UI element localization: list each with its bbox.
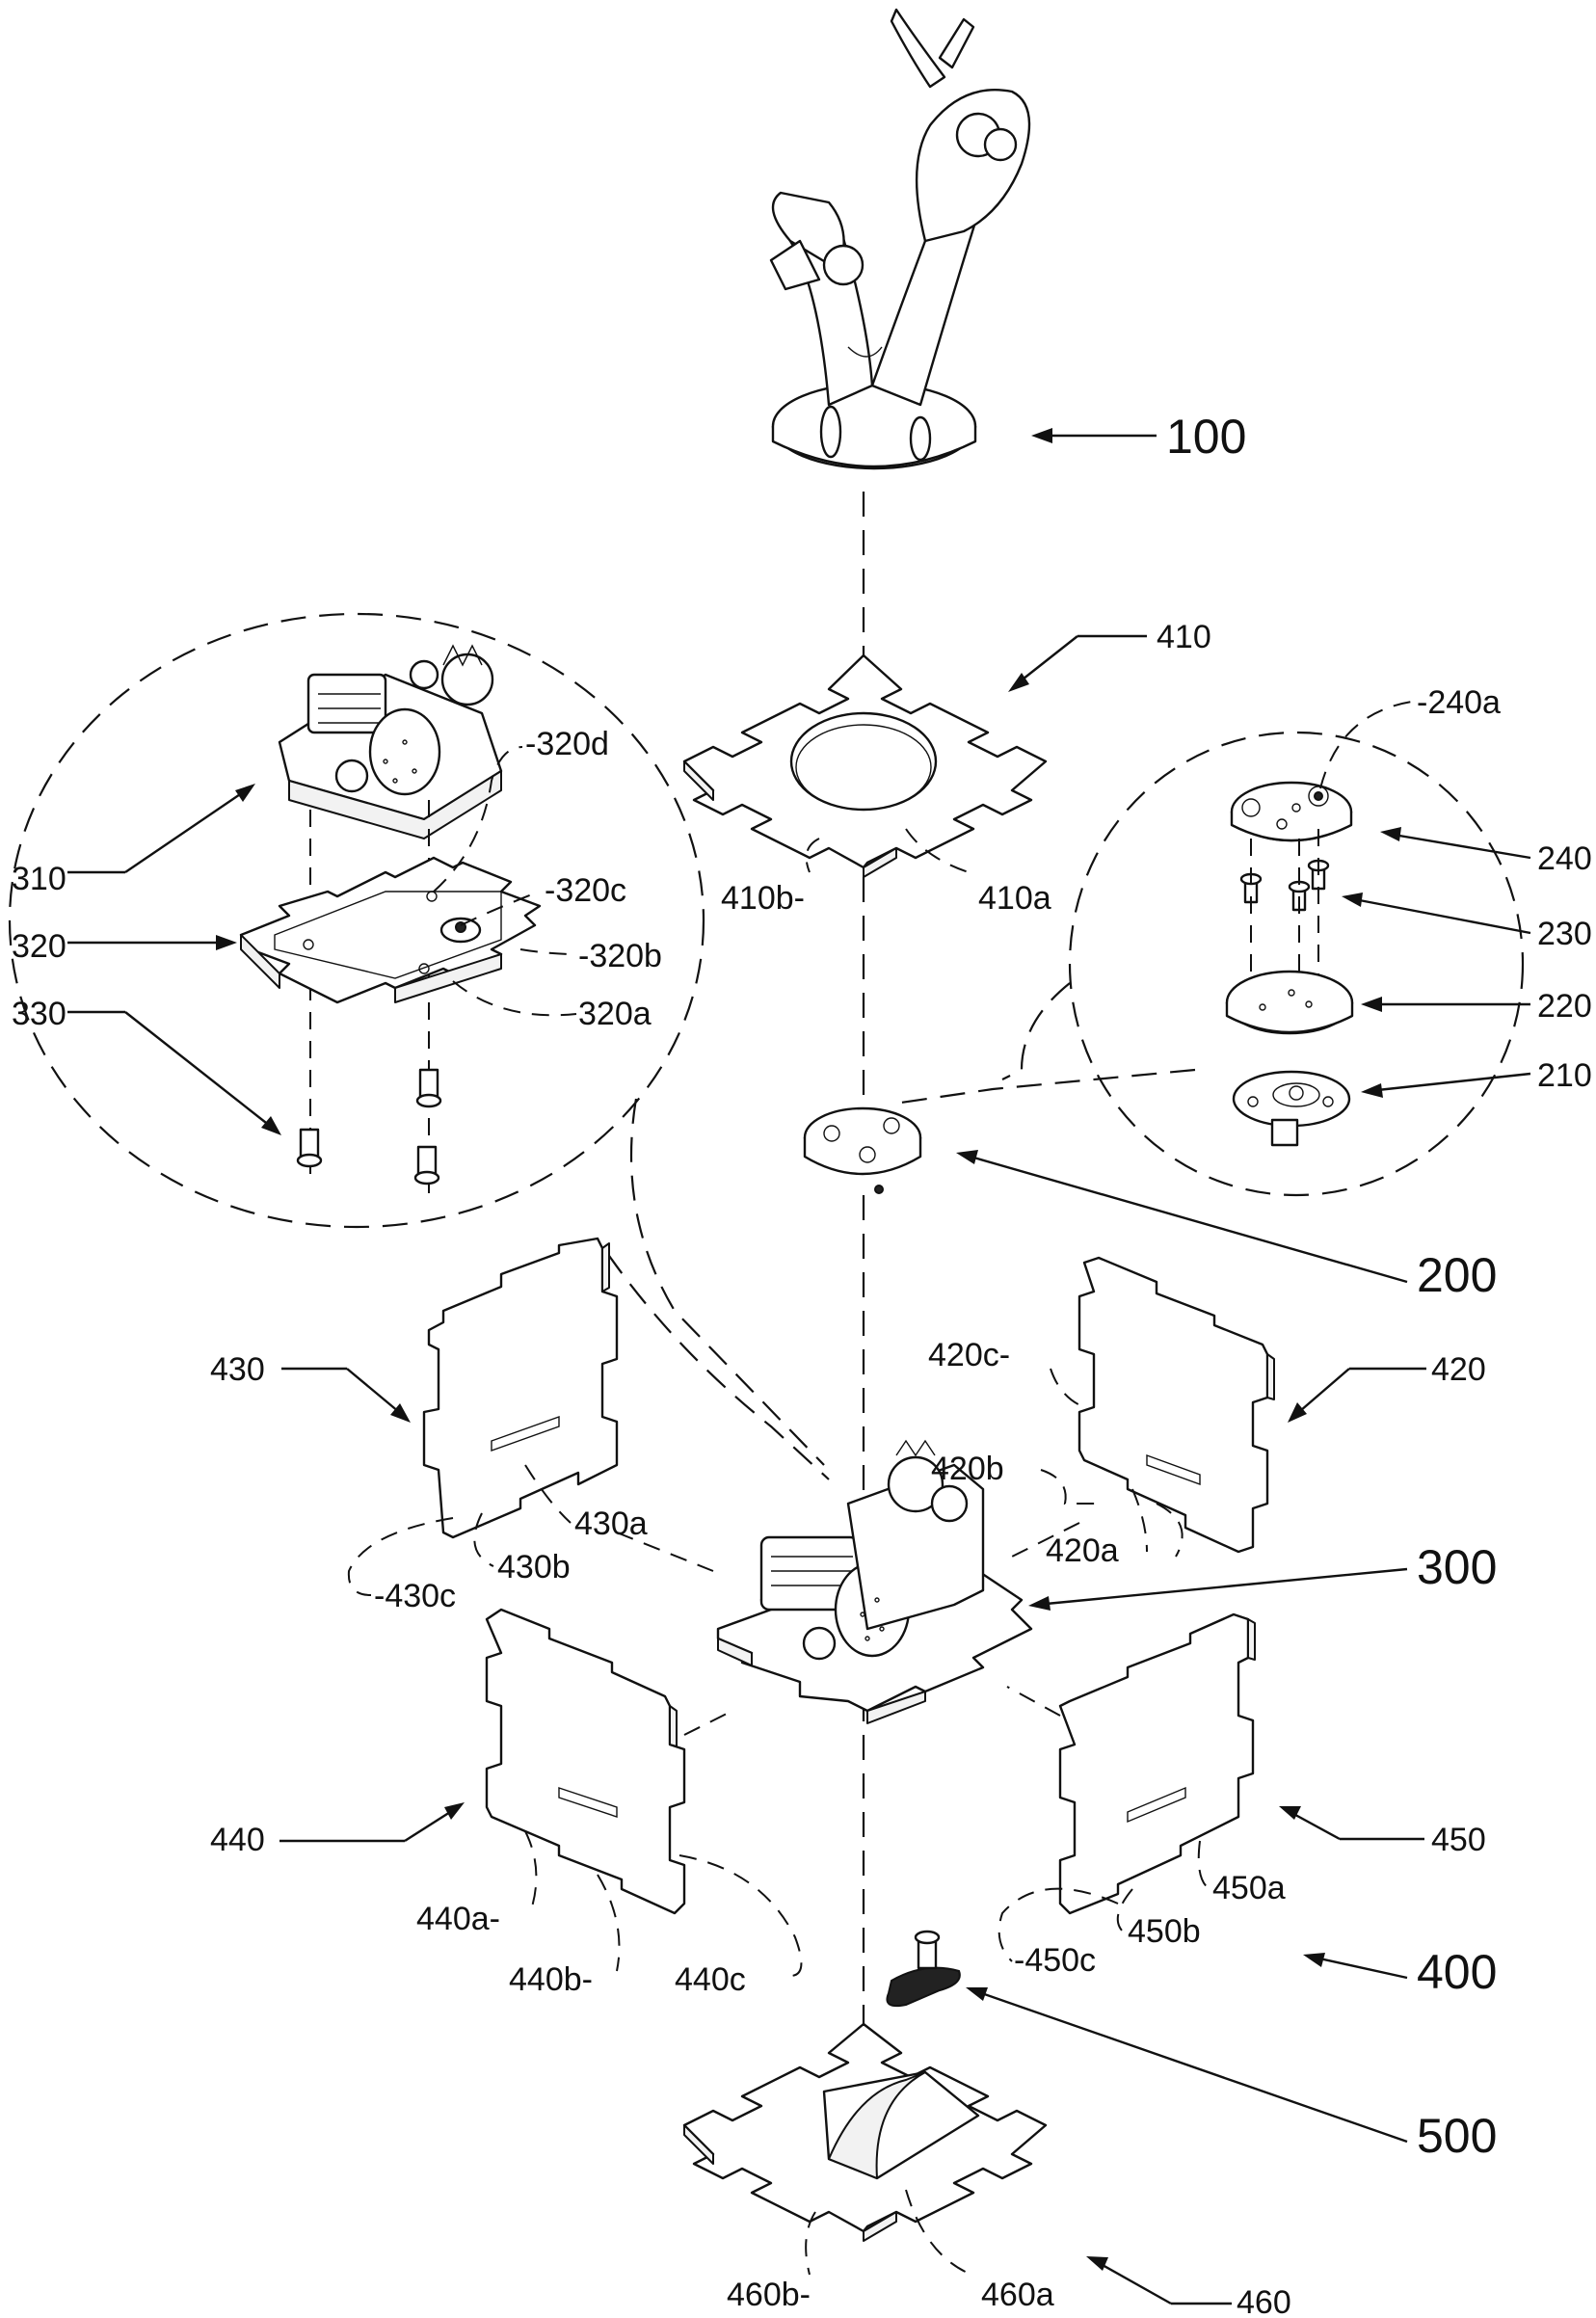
arrow-240 xyxy=(1380,827,1401,841)
leader-420b xyxy=(1041,1470,1099,1504)
label-460b: 460b- xyxy=(727,2277,811,2313)
side-panel-part-450 xyxy=(1060,1614,1255,1913)
winding-key-part-500 xyxy=(887,1932,959,2006)
label-310: 310 xyxy=(12,861,66,897)
arrow-450 xyxy=(1279,1806,1301,1820)
leader-420a-1 xyxy=(1132,1489,1147,1552)
movement-plate-part-320 xyxy=(241,858,540,1002)
leader-450a xyxy=(1199,1841,1210,1889)
leader-460 xyxy=(1094,2260,1171,2304)
arrow-220 xyxy=(1361,997,1382,1012)
label-230: 230 xyxy=(1537,916,1592,952)
label-410a: 410a xyxy=(978,880,1051,917)
arrow-420 xyxy=(1288,1402,1307,1423)
rotor-disc-part-200 xyxy=(805,1108,920,1193)
leader-440c xyxy=(679,1855,801,1976)
side-panel-part-420 xyxy=(1079,1258,1274,1552)
music-movement-part-310 xyxy=(279,646,501,839)
arrow-310 xyxy=(235,784,255,802)
screws-part-330 xyxy=(298,1070,440,1184)
detail-link-200-a xyxy=(1002,983,1070,1079)
label-430b: 430b xyxy=(497,1549,571,1585)
leader-210 xyxy=(1369,1074,1530,1091)
leader-320a xyxy=(453,981,576,1015)
label-420c: 420c- xyxy=(928,1337,1010,1373)
leader-200 xyxy=(964,1155,1407,1282)
leader-330 xyxy=(125,1012,275,1130)
reference-numeral-layer: 100 410 410b- 410a -240a 240 230 220 210 310 -320d… xyxy=(12,410,1592,2318)
detail-link-300-a xyxy=(631,1099,824,1465)
screws-part-230 xyxy=(1241,861,1328,910)
side-panel-part-440 xyxy=(487,1610,684,1913)
label-420: 420 xyxy=(1431,1351,1486,1388)
label-210: 210 xyxy=(1537,1057,1592,1094)
leader-500 xyxy=(973,1990,1407,2142)
label-420b: 420b xyxy=(931,1451,1004,1487)
top-disc-part-240 xyxy=(1232,783,1351,840)
arrow-440 xyxy=(444,1802,465,1820)
label-430: 430 xyxy=(210,1351,265,1388)
arrow-210 xyxy=(1361,1083,1383,1098)
label-320b: -320b xyxy=(578,938,662,974)
leader-300 xyxy=(1036,1569,1407,1605)
label-440: 440 xyxy=(210,1822,265,1858)
label-450: 450 xyxy=(1431,1822,1486,1858)
figurine-part-100 xyxy=(771,10,1029,468)
middle-disc-part-220 xyxy=(1227,972,1352,1033)
leader-320b xyxy=(520,949,576,954)
label-100: 100 xyxy=(1166,410,1246,464)
label-300: 300 xyxy=(1417,1540,1497,1594)
label-460a: 460a xyxy=(981,2277,1054,2313)
arrow-500 xyxy=(966,1987,988,2001)
label-400: 400 xyxy=(1417,1945,1497,1999)
arrow-100 xyxy=(1031,428,1052,443)
base-bearing-part-210 xyxy=(1234,1072,1349,1145)
arrow-330 xyxy=(261,1116,281,1135)
leader-310 xyxy=(125,788,249,872)
label-420a: 420a xyxy=(1046,1532,1119,1569)
label-450a: 450a xyxy=(1212,1870,1286,1906)
label-500: 500 xyxy=(1417,2109,1497,2163)
label-240: 240 xyxy=(1537,840,1592,877)
label-430a: 430a xyxy=(574,1505,648,1542)
side-panel-part-430 xyxy=(424,1239,617,1537)
leader-420c xyxy=(1051,1369,1084,1407)
top-plate-part-410 xyxy=(684,655,1046,877)
arrow-300 xyxy=(1028,1596,1051,1611)
label-320d: -320d xyxy=(525,726,609,762)
label-320c: -320c xyxy=(545,872,626,909)
label-460: 460 xyxy=(1237,2284,1291,2318)
label-320a: 320a xyxy=(578,996,652,1032)
label-220: 220 xyxy=(1537,988,1592,1025)
detail-link-200-b xyxy=(894,1070,1195,1104)
arrow-200 xyxy=(956,1150,978,1164)
detail-link-300-b xyxy=(607,1253,829,1479)
label-440a: 440a- xyxy=(416,1901,500,1937)
leader-440a xyxy=(525,1831,536,1913)
arrow-320 xyxy=(216,935,237,950)
leader-440b xyxy=(598,1875,620,1971)
label-410b: 410b- xyxy=(721,880,805,917)
label-320: 320 xyxy=(12,928,66,965)
label-450c: -450c xyxy=(1014,1942,1096,1979)
label-240a: -240a xyxy=(1417,684,1501,721)
label-200: 200 xyxy=(1417,1248,1497,1302)
label-450b: 450b xyxy=(1128,1913,1201,1950)
label-410: 410 xyxy=(1157,619,1211,655)
leader-230 xyxy=(1349,898,1530,933)
leader-400 xyxy=(1311,1957,1407,1978)
leader-240a xyxy=(1320,702,1412,788)
label-330: 330 xyxy=(12,996,66,1032)
label-430c: -430c xyxy=(374,1578,456,1614)
label-440c: 440c xyxy=(675,1961,746,1998)
label-440b: 440b- xyxy=(509,1961,593,1998)
arrow-400 xyxy=(1303,1953,1325,1967)
arrow-230 xyxy=(1342,893,1363,907)
leader-240 xyxy=(1388,834,1530,858)
arrow-460 xyxy=(1086,2256,1108,2271)
bottom-plate-part-460 xyxy=(684,2024,1046,2241)
